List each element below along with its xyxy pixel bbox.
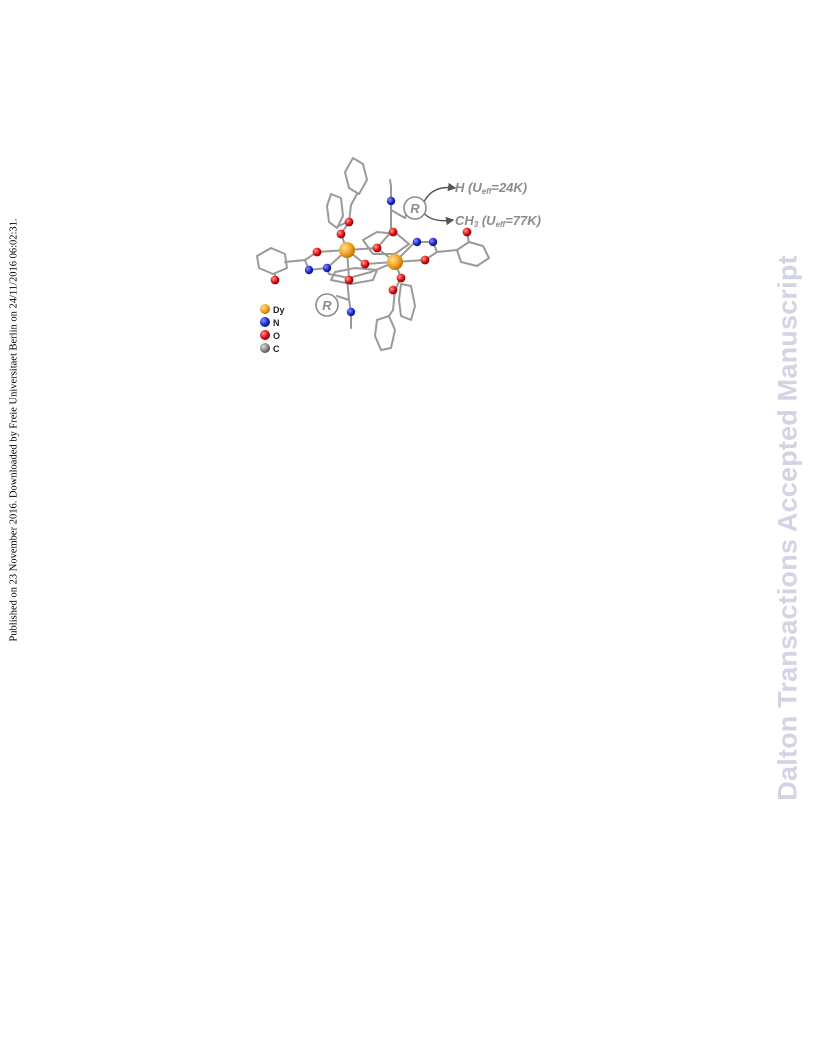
legend-n-icon	[260, 317, 270, 327]
annotation-h: H (Ueff=24K)	[455, 180, 527, 196]
publication-info-text: Published on 23 November 2016. Downloade…	[8, 218, 20, 642]
r-group-marker-left: R	[315, 293, 339, 317]
molecular-structure-figure: R R H (Ueff=24K) CH3 (Ueff=77K)	[245, 150, 575, 365]
molecule-drawing: R R H (Ueff=24K) CH3 (Ueff=77K)	[256, 157, 541, 354]
legend-dy-label: Dy	[273, 305, 285, 315]
carbon-skeleton	[256, 157, 490, 351]
watermark-text: Dalton Transactions Accepted Manuscript	[772, 255, 803, 801]
annotation-ch3: CH3 (Ueff=77K)	[455, 213, 541, 229]
legend-o-icon	[260, 330, 270, 340]
dysprosium-atoms	[339, 242, 403, 270]
r-group-marker-top: R	[403, 196, 427, 220]
oxygen-atoms	[270, 217, 472, 295]
legend-c-label: C	[273, 344, 280, 354]
r-label-top: R	[410, 201, 420, 216]
substituent-arrows	[422, 182, 457, 226]
legend-n-label: N	[273, 318, 280, 328]
atom-legend: Dy N O C	[260, 304, 285, 354]
r-label-left: R	[322, 298, 332, 313]
legend-c-icon	[260, 343, 270, 353]
legend-o-label: O	[273, 331, 280, 341]
nitrogen-atoms	[304, 196, 438, 317]
legend-dy-icon	[260, 304, 270, 314]
